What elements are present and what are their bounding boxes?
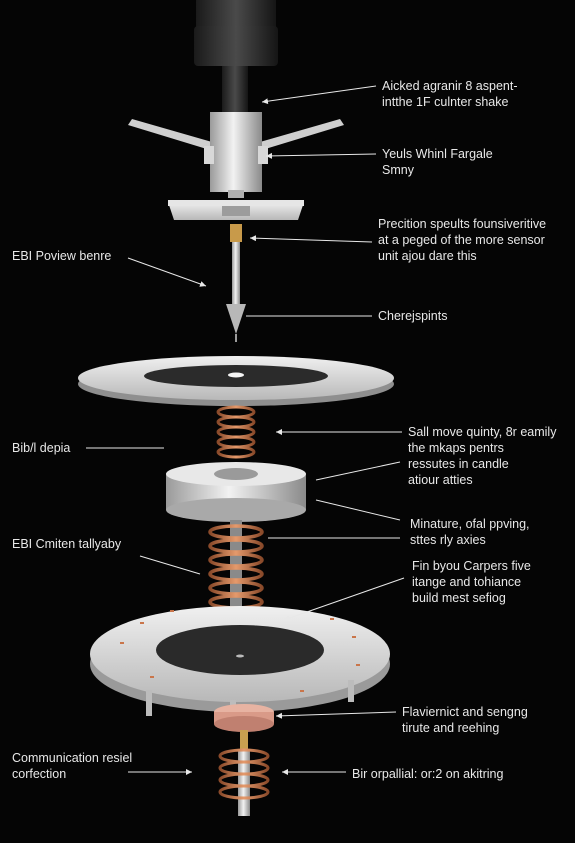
hub-ring xyxy=(166,462,306,522)
label-right-fin: Fin byou Carpers five itange and tohianc… xyxy=(412,558,531,606)
label-right-flaviernict: Flaviernict and sengng tirute and reehin… xyxy=(402,704,528,736)
top-housing xyxy=(194,0,278,116)
leader-right-fin xyxy=(284,578,404,620)
base-disc xyxy=(90,606,390,716)
label-top-right-2: Yeuls Whinl Fargale Smny xyxy=(382,146,493,178)
label-top-right-1: Aicked agranir 8 aspent- intthe 1F culnt… xyxy=(382,78,518,110)
leader-right-ring xyxy=(316,462,400,480)
label-left-3: EBI Cmiten tallyaby xyxy=(12,536,121,552)
label-right-miniature: Minature, ofal ppving, sttes rly axies xyxy=(410,516,530,548)
label-right-bottom: Bir orpallial: or:2 on akitring xyxy=(352,766,503,782)
label-left-1: EBI Poview benre xyxy=(12,248,111,264)
upper-spring xyxy=(218,407,254,457)
leader-left-1 xyxy=(128,258,206,286)
leader-top-right-1 xyxy=(262,86,376,102)
label-left-comm: Communication resiel corfection xyxy=(12,750,132,782)
label-right-tip: Cherejspints xyxy=(378,308,447,324)
label-mid-right-1: Precition speults founsiveritive at a pe… xyxy=(378,216,546,264)
label-right-spring: Sall move quinty, 8r eamily the mkaps pe… xyxy=(408,424,556,488)
leader-right-flaviernict xyxy=(276,712,396,716)
probe-tip xyxy=(226,224,246,342)
upper-flange xyxy=(168,200,304,220)
bottom-assembly xyxy=(214,704,274,816)
leader-mid-right-1 xyxy=(250,238,372,242)
leader-left-3 xyxy=(140,556,200,574)
label-left-2: Bib/l depia xyxy=(12,440,70,456)
leader-right-miniature xyxy=(316,500,400,520)
leader-top-right-2 xyxy=(266,154,376,156)
middle-plate xyxy=(78,356,394,406)
